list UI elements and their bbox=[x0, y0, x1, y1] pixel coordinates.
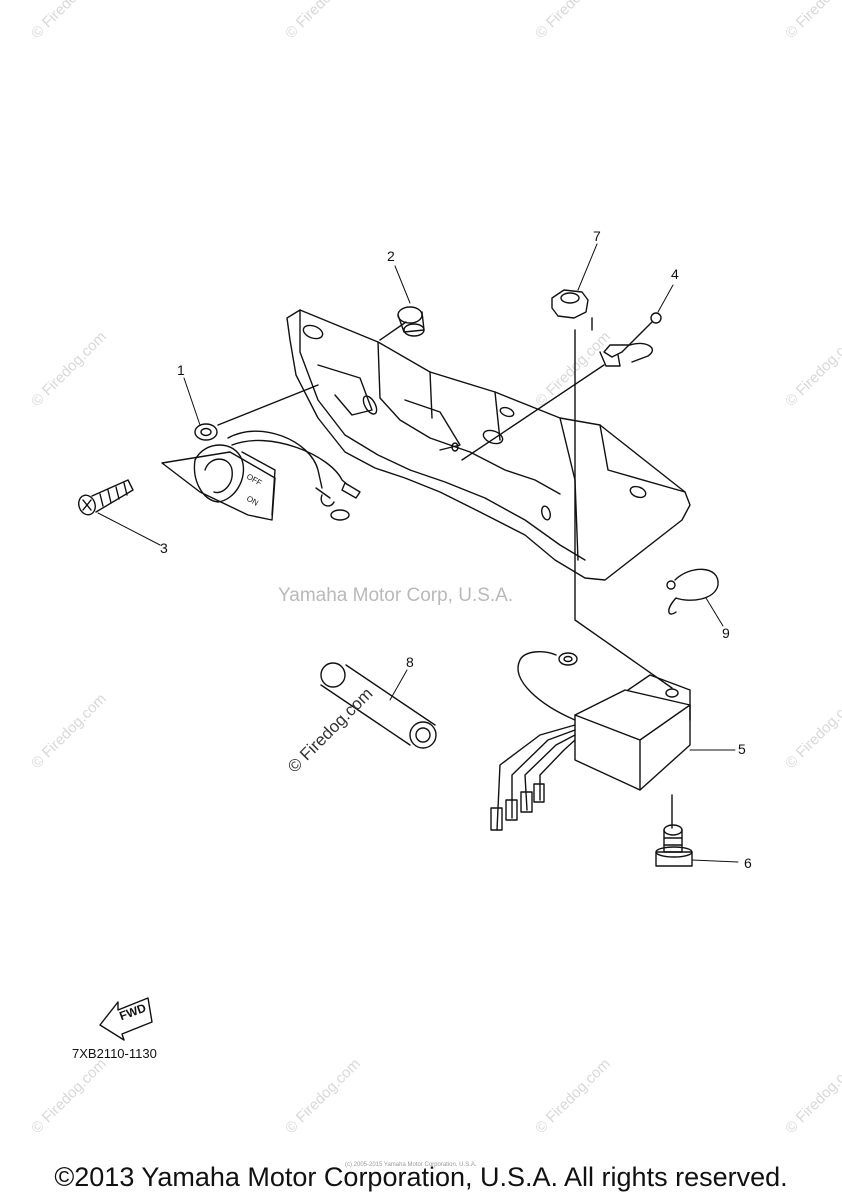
callout-7: 7 bbox=[593, 228, 601, 244]
sleeve-part bbox=[320, 662, 437, 749]
collar-part bbox=[397, 306, 425, 337]
callout-2: 2 bbox=[387, 248, 395, 264]
switch-off-label: OFF bbox=[245, 472, 263, 488]
copyright-notice: ©2013 Yamaha Motor Corporation, U.S.A. A… bbox=[54, 1162, 788, 1192]
clip-part bbox=[666, 568, 719, 615]
forward-arrow-icon bbox=[99, 997, 153, 1041]
tiny-copyright: (c) 2005-2015 Yamaha Motor Corporation, … bbox=[345, 1162, 477, 1168]
bolt-part bbox=[655, 824, 693, 867]
callout-6: 6 bbox=[744, 855, 752, 871]
clamp-part bbox=[599, 312, 662, 367]
control-unit bbox=[490, 651, 691, 831]
callout-5: 5 bbox=[738, 741, 746, 757]
switch-assembly bbox=[161, 423, 361, 521]
callout-leaders bbox=[97, 243, 739, 863]
switch-on-label: ON bbox=[245, 494, 260, 508]
callout-4: 4 bbox=[671, 266, 679, 282]
callout-9: 9 bbox=[722, 625, 730, 641]
screw-part bbox=[78, 479, 134, 516]
assembly-lines bbox=[217, 317, 673, 829]
part-code: 7XB2110-1130 bbox=[72, 1046, 157, 1061]
corp-watermark: Yamaha Motor Corp, U.S.A. bbox=[278, 585, 514, 606]
nut-part bbox=[551, 289, 589, 319]
mounting-bracket bbox=[286, 309, 691, 581]
callout-8: 8 bbox=[406, 654, 414, 670]
callout-1: 1 bbox=[177, 362, 185, 378]
callout-3: 3 bbox=[160, 540, 168, 556]
